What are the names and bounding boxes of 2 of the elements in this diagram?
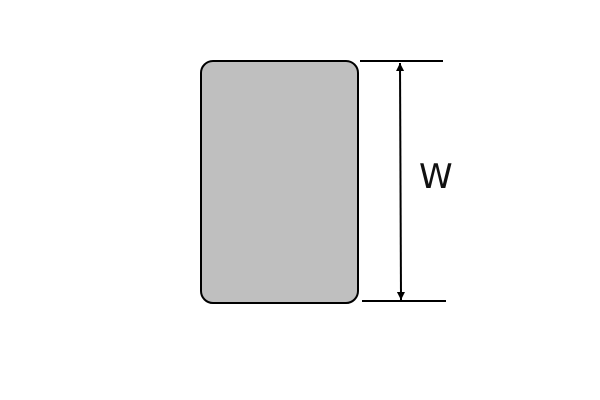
- rounded-rectangle: [200, 60, 359, 304]
- dimension-label: W: [419, 160, 453, 194]
